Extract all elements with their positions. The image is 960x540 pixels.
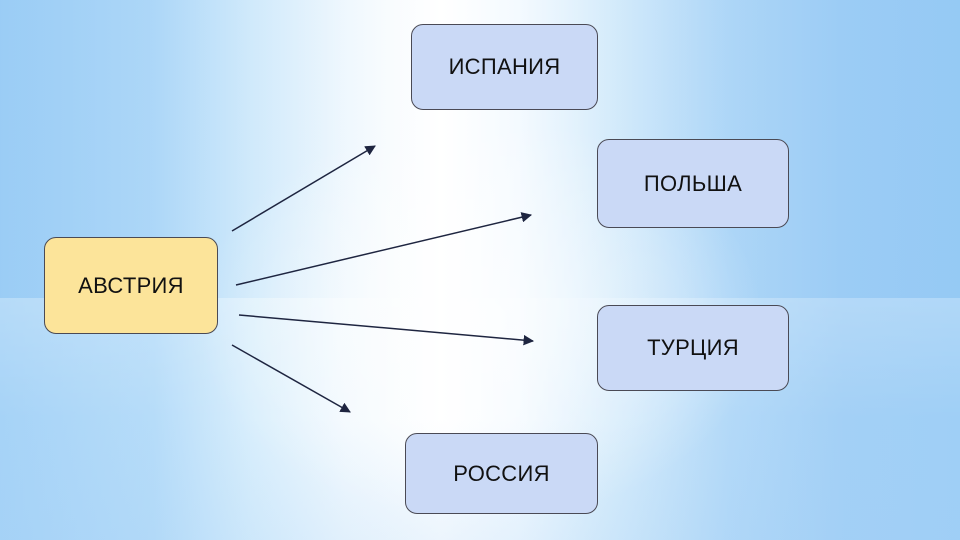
node-austria-label: АВСТРИЯ <box>78 272 184 298</box>
node-poland: ПОЛЬША <box>597 139 789 228</box>
arrow-austria-to-poland <box>235 212 533 286</box>
node-turkey: ТУРЦИЯ <box>597 305 789 391</box>
node-austria: АВСТРИЯ <box>44 237 218 334</box>
node-russia-label: РОССИЯ <box>453 460 550 486</box>
node-spain: ИСПАНИЯ <box>411 24 598 110</box>
arrow-austria-to-russia <box>231 344 351 413</box>
arrow-austria-to-turkey <box>238 314 535 346</box>
arrow-austria-to-spain <box>231 145 376 232</box>
node-poland-label: ПОЛЬША <box>643 170 743 196</box>
node-turkey-label: ТУРЦИЯ <box>647 335 739 360</box>
node-russia: РОССИЯ <box>405 433 598 514</box>
node-spain-label: ИСПАНИЯ <box>448 54 561 79</box>
